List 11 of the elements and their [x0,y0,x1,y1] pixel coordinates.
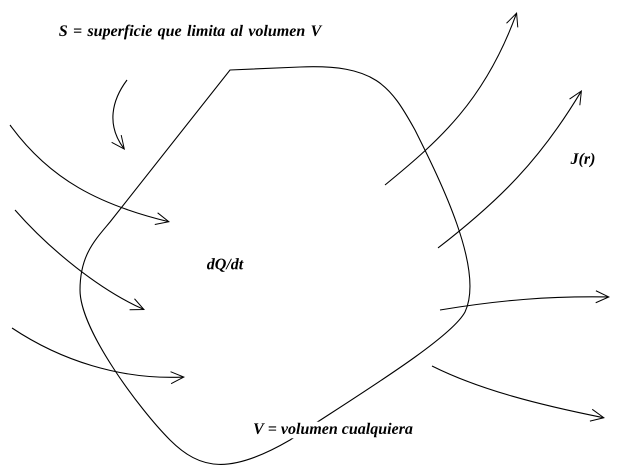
flux-arrow [384,12,518,186]
flux-arrow [438,90,582,248]
flux-arrow [432,366,605,422]
leader-arrow [111,80,128,150]
flux-arrow [10,124,170,225]
surface-label: S = superficie que limita al volumen V [59,24,322,40]
volume-label: V = volumen cualquiera [252,422,414,438]
field-label: J(r) [570,152,594,168]
flux-arrow [14,210,145,310]
flux-arrow [440,290,610,311]
flux-arrow [12,328,185,384]
